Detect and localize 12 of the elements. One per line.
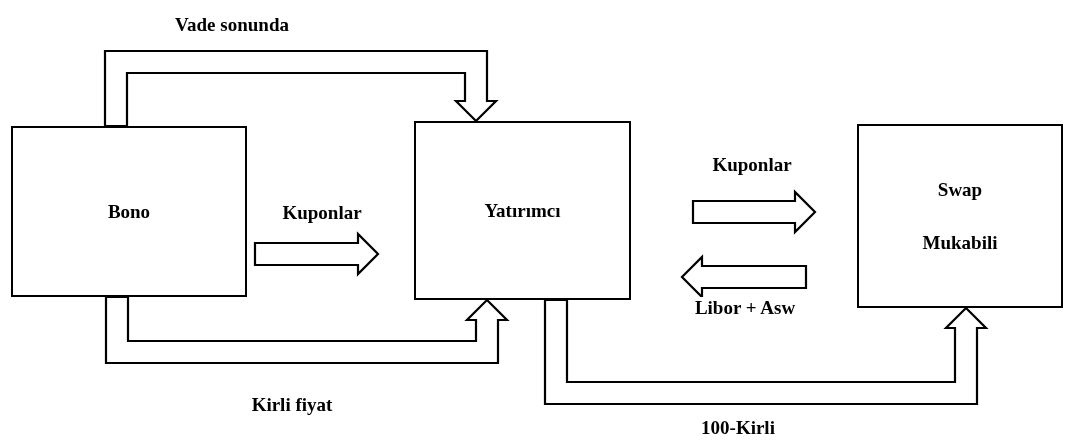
block-arrow [103,49,499,128]
node-label: Yatırımcı [484,198,561,223]
process-box [11,126,247,297]
block-arrow [543,298,989,406]
process-box [414,121,631,300]
block-arrow [253,231,380,277]
block-arrow [691,189,817,235]
node-label: Swap Mukabili [921,177,999,255]
block-arrow [104,295,510,365]
block-arrow [680,254,808,300]
process-box [857,124,1063,308]
node-label: Bono [107,199,151,224]
